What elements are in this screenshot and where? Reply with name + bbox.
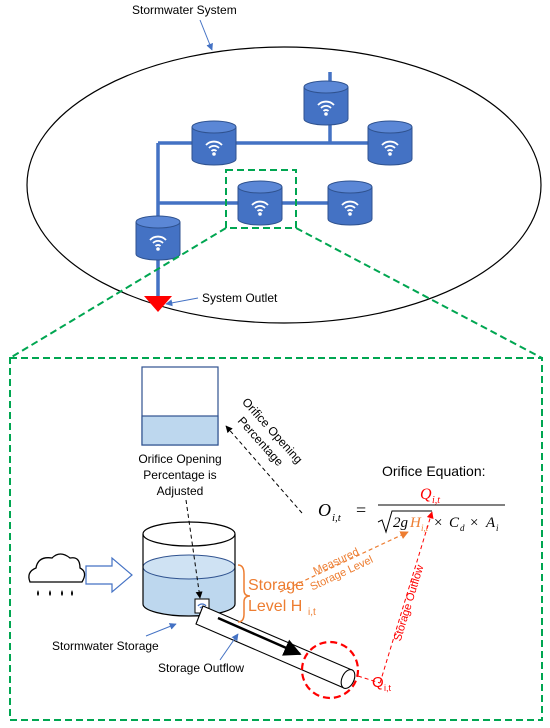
- eq-equals: =: [356, 500, 366, 520]
- orifice-percentage-arrow: [225, 425, 303, 514]
- outflow-label: Storage Outflow: [158, 661, 244, 675]
- adjusted-line-1: Orifice Opening: [138, 452, 221, 466]
- circle-to-q-line: [357, 675, 381, 684]
- measured-level-arrow: [279, 531, 409, 593]
- q-label-sub: i,t: [384, 683, 392, 693]
- eq-times-2: ×: [470, 515, 478, 531]
- network-tank-6: [135, 215, 181, 261]
- outflow-to-equation-arrow: [379, 511, 434, 684]
- outflow-direction-arrow: [217, 616, 302, 656]
- eq-a-sub: i: [496, 523, 499, 533]
- eq-cd: C: [449, 515, 460, 531]
- eq-numerator-sub: i,t: [432, 495, 440, 506]
- eq-a: A: [485, 515, 496, 531]
- inflow-arrow: [85, 556, 133, 594]
- storage-label-pointer: [145, 623, 177, 637]
- network-tank-4: [237, 180, 283, 226]
- q-label: Q: [372, 674, 384, 691]
- system-label-pointer: [199, 19, 213, 51]
- outlet-pointer: [165, 297, 199, 307]
- eq-lhs: O: [318, 500, 331, 520]
- orifice-opening-indicator: [141, 366, 219, 446]
- zoom-line-right: [295, 227, 543, 359]
- storage-level-label-2: Level H: [248, 598, 302, 615]
- system-label: Stormwater System: [132, 3, 237, 17]
- eq-2g: 2g: [393, 515, 409, 531]
- eq-h-sub: i,t: [421, 523, 429, 533]
- orifice-equation: O i,t = Q i,t 2g H i,t × C d × A i: [318, 486, 505, 534]
- network-tank-2: [303, 80, 349, 126]
- network-tank-5: [327, 180, 373, 226]
- storage-label: Stormwater Storage: [52, 639, 159, 653]
- adjusted-line-2: Percentage is: [143, 468, 216, 482]
- storage-level-label: Storage: [248, 577, 304, 594]
- equation-title: Orifice Equation:: [382, 463, 486, 479]
- adjusted-line-3: Adjusted: [157, 484, 204, 498]
- system-boundary: [26, 46, 542, 324]
- eq-lhs-sub: i,t: [332, 512, 342, 524]
- network-tank-3: [367, 120, 413, 166]
- eq-times-1: ×: [434, 515, 442, 531]
- eq-numerator: Q: [420, 486, 432, 503]
- stormwater-storage-tank: [142, 521, 236, 617]
- eq-h: H: [409, 515, 422, 531]
- red-triangle-icon: [144, 296, 172, 312]
- outlet-label: System Outlet: [202, 291, 278, 305]
- storage-level-bracket: [237, 564, 251, 623]
- storage-level-sub: i,t: [308, 607, 316, 618]
- detail-frame: [9, 357, 543, 721]
- zoom-selection: [225, 169, 297, 229]
- adjust-arrow: [185, 499, 203, 599]
- eq-sqrt-sign: [377, 510, 432, 534]
- outflow-measure-circle: [300, 640, 360, 700]
- network-tank-1: [191, 120, 237, 166]
- zoom-line-left: [9, 227, 227, 359]
- storage-outflow-diag-label: Storage Outflow: [392, 564, 427, 643]
- eq-cd-sub: d: [460, 523, 465, 533]
- rain-cloud-icon: [28, 553, 86, 596]
- outflow-label-pointer: [219, 633, 239, 661]
